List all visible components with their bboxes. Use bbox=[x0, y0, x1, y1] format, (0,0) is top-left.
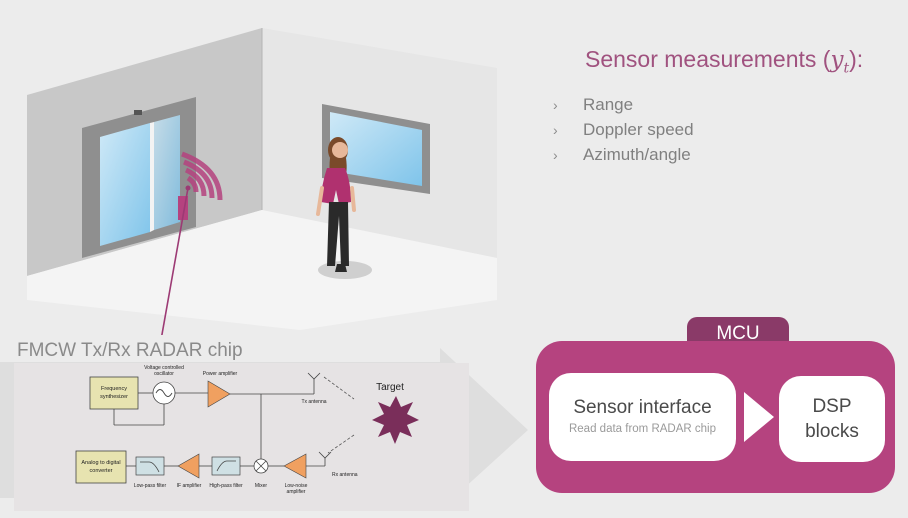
adc-block bbox=[75, 450, 127, 484]
tx-antenna-label: Tx antenna bbox=[301, 399, 326, 405]
floor bbox=[27, 210, 497, 330]
chip-label: FMCW Tx/Rx RADAR chip bbox=[17, 340, 243, 361]
window-glass bbox=[330, 112, 422, 186]
door-glass-right bbox=[154, 115, 180, 230]
vco-label: Voltage controlled bbox=[144, 365, 184, 371]
chevron-right-icon: › bbox=[553, 122, 558, 138]
dsp-line1: DSP bbox=[812, 396, 852, 417]
lna-label: Low-noise bbox=[285, 483, 308, 489]
sensor-interface-title: Sensor interface bbox=[573, 397, 712, 418]
dsp-blocks-block: DSP blocks bbox=[779, 376, 885, 462]
sensor-interface-block: Sensor interface Read data from RADAR ch… bbox=[549, 373, 736, 461]
radar-block-diagram: Frequency synthesizer Voltage controlled… bbox=[14, 363, 469, 511]
chevron-right-icon: › bbox=[553, 97, 558, 113]
frequency-synthesizer-block bbox=[89, 376, 139, 410]
low-pass-filter-label: Low-pass filter bbox=[134, 483, 167, 489]
chevron-right-icon: › bbox=[553, 147, 558, 163]
measurements-list: ›Range ›Doppler speed ›Azimuth/angle bbox=[553, 92, 694, 167]
measurement-item: ›Azimuth/angle bbox=[553, 142, 694, 167]
dsp-line2: blocks bbox=[805, 421, 859, 442]
frequency-synthesizer-label: Frequency bbox=[101, 386, 127, 392]
svg-text:amplifier: amplifier bbox=[287, 489, 306, 495]
mcu-flow-arrow bbox=[744, 392, 774, 442]
high-pass-filter-block bbox=[211, 456, 241, 476]
sensor-interface-subtitle: Read data from RADAR chip bbox=[568, 423, 716, 435]
pointer-line bbox=[161, 187, 189, 335]
door-glass-left bbox=[100, 123, 150, 246]
lna-symbol bbox=[283, 453, 307, 479]
power-amplifier-label: Power amplifier bbox=[203, 371, 238, 377]
adc-label: Analog to digital bbox=[81, 460, 120, 466]
person-figure bbox=[316, 137, 356, 272]
svg-text:converter: converter bbox=[90, 468, 113, 474]
room-illustration bbox=[27, 28, 497, 335]
radar-waves-icon bbox=[181, 151, 223, 201]
if-amplifier-label: IF amplifier bbox=[177, 483, 202, 489]
if-amplifier-symbol bbox=[177, 453, 200, 479]
target-icon bbox=[372, 396, 419, 444]
high-pass-filter-label: High-pass filter bbox=[209, 483, 243, 489]
power-amplifier-symbol bbox=[207, 380, 231, 408]
mixer-label: Mixer bbox=[255, 483, 268, 489]
svg-text:synthesizer: synthesizer bbox=[100, 394, 128, 400]
measurements-title: Sensor measurements (yt): bbox=[585, 46, 864, 77]
tx-antenna-icon bbox=[307, 372, 321, 380]
svg-text:oscillator: oscillator bbox=[154, 371, 174, 377]
measurement-item: ›Range bbox=[553, 92, 694, 117]
radar-sensor bbox=[178, 196, 188, 220]
target-label: Target bbox=[376, 382, 404, 393]
math-y: y bbox=[830, 47, 844, 73]
measurement-item: ›Doppler speed bbox=[553, 117, 694, 142]
rx-antenna-label: Rx antenna bbox=[332, 472, 358, 478]
math-subscript-t: t bbox=[843, 60, 850, 77]
low-pass-filter-block bbox=[135, 456, 165, 476]
